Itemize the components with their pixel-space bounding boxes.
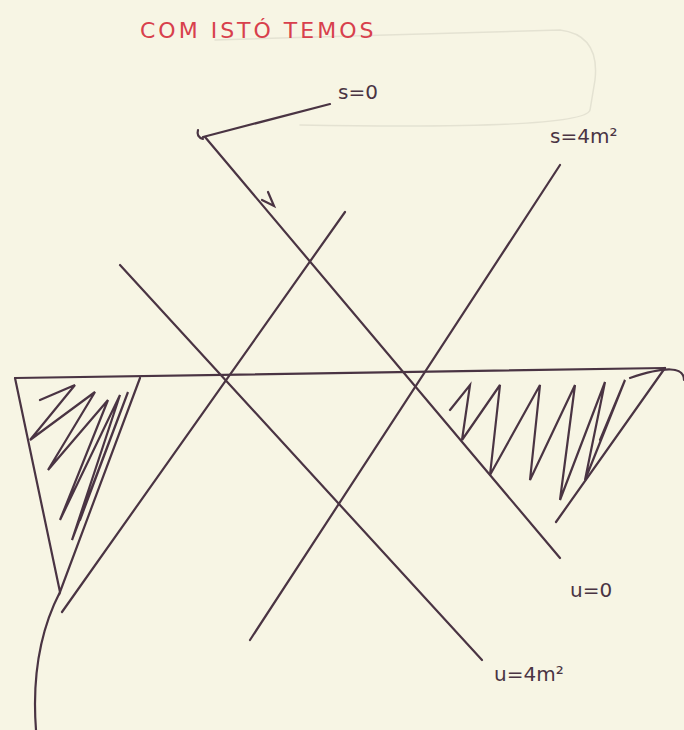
ghost-mark (215, 30, 596, 126)
line-label: s=0 (336, 80, 380, 104)
top-edge-hook (198, 130, 203, 139)
s-zero-line (62, 212, 345, 612)
left-region (15, 378, 140, 592)
u-four-m-line (120, 265, 482, 660)
s-four-m-line (250, 165, 560, 640)
left-curve (35, 592, 60, 730)
arrow-mark (262, 192, 274, 206)
line-label: u=0 (568, 578, 614, 602)
axis-line (15, 368, 665, 378)
line-label: s=4m² (548, 124, 619, 148)
right-curve (630, 369, 684, 380)
line-label: u=4m² (492, 662, 566, 686)
title: COM ISTÓ TEMOS (140, 18, 376, 43)
left-hatch (30, 385, 128, 540)
top-edge (203, 104, 330, 137)
u-zero-line (205, 137, 560, 558)
right-hatch (450, 380, 625, 500)
